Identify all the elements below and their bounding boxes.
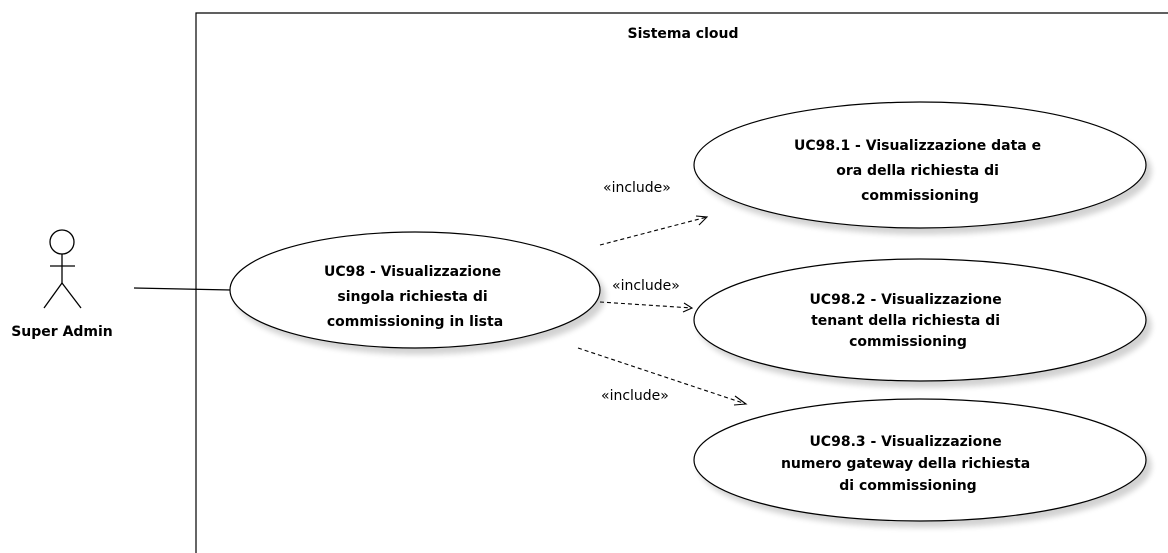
include-label-3: «include» (601, 388, 669, 404)
uc98-title: UC98 - Visualizzazione singola richiesta… (324, 264, 506, 330)
system-boundary: Sistema cloud (195, 12, 1168, 553)
include-relation-3: «include» (577, 347, 748, 406)
use-case-uc98-2[interactable]: UC98.2 - Visualizzazione tenant della ri… (693, 258, 1147, 382)
uc98-1-title: UC98.1 - Visualizzazione data e ora dell… (794, 138, 1046, 204)
association-line (133, 287, 232, 291)
use-case-uc98-3[interactable]: UC98.3 - Visualizzazione numero gateway … (693, 398, 1147, 522)
stick-figure-icon (43, 229, 82, 309)
use-case-uc98-1[interactable]: UC98.1 - Visualizzazione data e ora dell… (693, 101, 1147, 229)
system-title: Sistema cloud (627, 26, 738, 42)
actor-label: Super Admin (11, 324, 113, 340)
use-case-uc98[interactable]: UC98 - Visualizzazione singola richiesta… (229, 231, 601, 349)
include-relation-2: «include» (599, 278, 694, 313)
actor-super-admin[interactable]: Super Admin (11, 229, 113, 340)
include-relation-1: «include» (599, 180, 709, 246)
include-label-1: «include» (603, 180, 671, 196)
uc98-2-title: UC98.2 - Visualizzazione tenant della ri… (809, 292, 1006, 350)
uc98-3-title: UC98.3 - Visualizzazione numero gateway … (781, 434, 1035, 494)
include-label-2: «include» (612, 278, 680, 294)
